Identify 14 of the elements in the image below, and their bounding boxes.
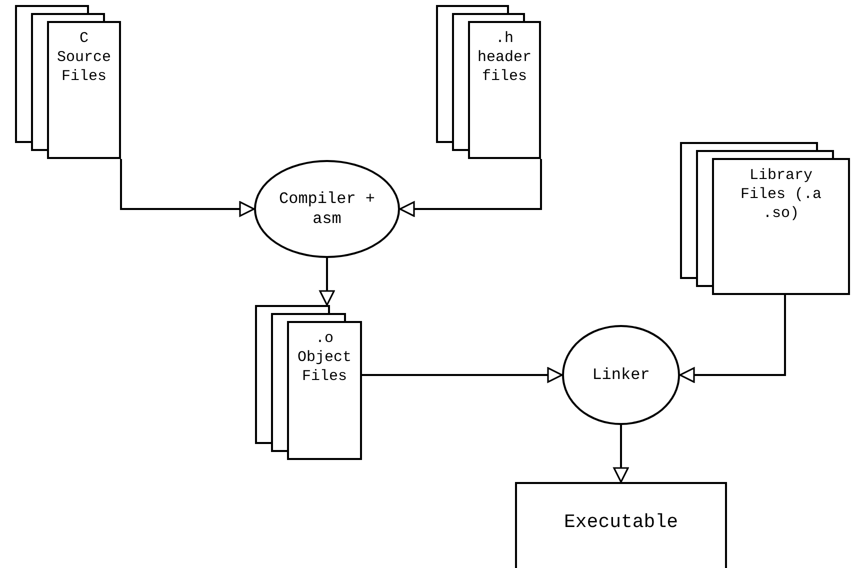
node-label: .o Object Files bbox=[296, 329, 353, 386]
arrow bbox=[679, 295, 786, 383]
node-label: Linker bbox=[591, 365, 651, 385]
node-label: C Source Files bbox=[56, 29, 112, 86]
node-label: .h header files bbox=[476, 29, 533, 86]
arrow bbox=[613, 425, 629, 483]
arrow bbox=[362, 367, 563, 383]
arrow bbox=[319, 258, 335, 306]
arrow bbox=[399, 159, 542, 217]
node-label: Executable bbox=[564, 510, 678, 534]
arrow bbox=[120, 159, 255, 217]
node-label: Compiler + asm bbox=[278, 189, 376, 229]
node-label: Library Files (.a .so) bbox=[739, 166, 822, 223]
output-box bbox=[515, 482, 727, 568]
